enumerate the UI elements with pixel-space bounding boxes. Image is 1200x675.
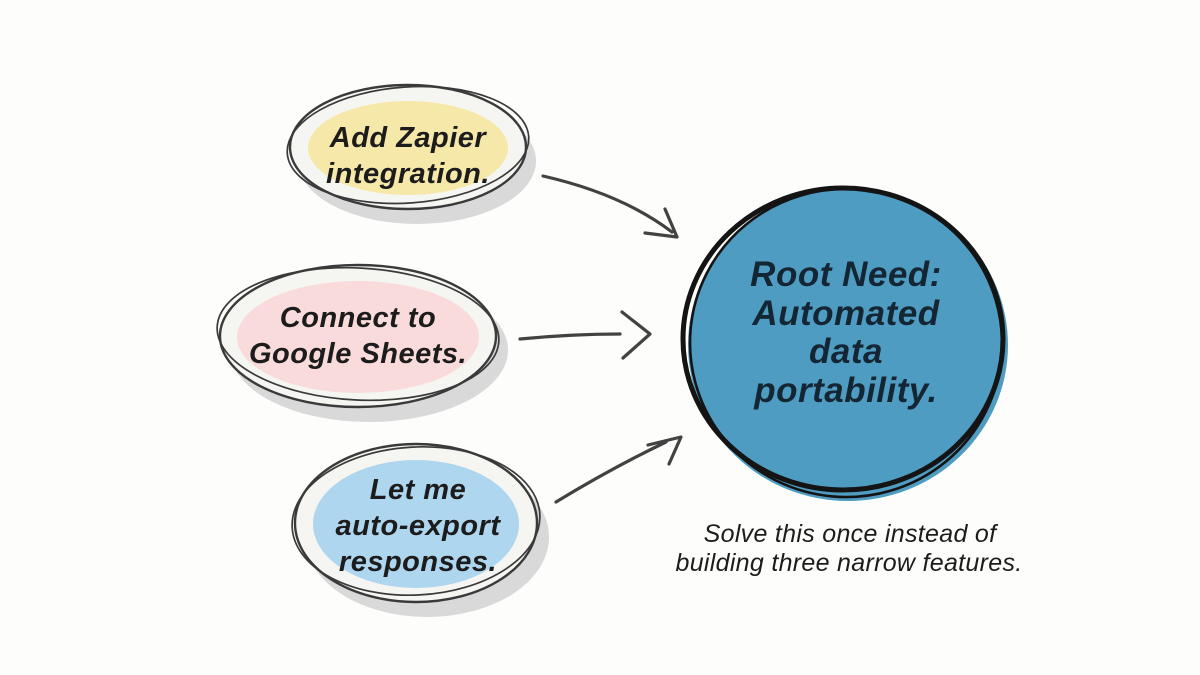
arrow-shaft [518, 332, 622, 341]
root-text-line: portability. [753, 371, 938, 410]
arrow-shaft [554, 440, 668, 504]
arrow-zapier-to-root [541, 174, 679, 239]
bubble-text-line: Google Sheets. [249, 338, 467, 370]
bubble-fill [308, 101, 508, 195]
root-sketch-line [688, 187, 1004, 499]
bubble-fill [237, 281, 479, 393]
root-text-line: Root Need: [750, 255, 942, 294]
bubble-add-zapier: Add Zapier integration. [286, 83, 536, 224]
bubble-sketch-line [216, 266, 500, 402]
arrow-shaft [541, 174, 674, 234]
arrow-head [643, 207, 679, 239]
bubble-text-line: responses. [339, 546, 497, 578]
arrow-head [620, 310, 652, 360]
caption: Solve this once instead of building thre… [676, 520, 1023, 577]
root-text-line: data [809, 332, 883, 371]
arrow-head [646, 435, 683, 466]
arrow-sheets-to-root [518, 310, 652, 360]
bubble-sketch-line [286, 85, 530, 205]
caption-line: Solve this once instead of [704, 520, 999, 548]
bubble-text-line: auto-export [336, 510, 502, 542]
bubble-text-line: Add Zapier [329, 122, 488, 154]
root-node: Root Need: Automated data portability. [680, 185, 1008, 501]
bubble-sketch-line [291, 445, 541, 597]
bubble-text-line: Let me [370, 474, 466, 506]
bubble-fill [313, 460, 519, 588]
bubble-text-line: Connect to [280, 302, 436, 334]
bubble-auto-export: Let me auto-export responses. [291, 442, 549, 617]
root-fill-blob [688, 189, 1008, 501]
arrow-export-to-root [554, 435, 683, 504]
bubble-google-sheets: Connect to Google Sheets. [216, 263, 508, 422]
root-text-line: Automated [751, 294, 939, 333]
bubble-text-line: integration. [326, 158, 490, 190]
caption-line: building three narrow features. [676, 549, 1023, 577]
